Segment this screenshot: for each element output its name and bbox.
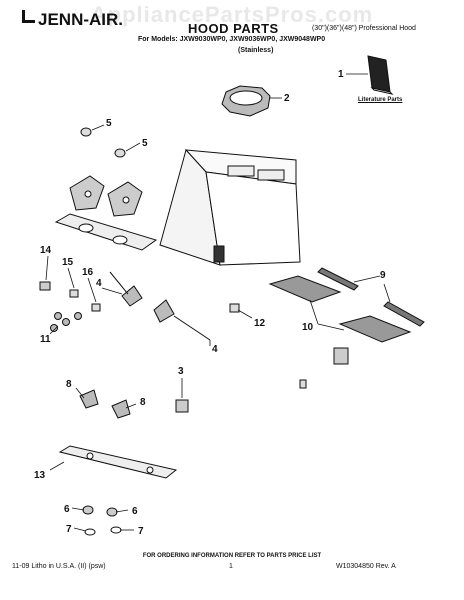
brand-name: JENN-AIR. bbox=[38, 10, 124, 29]
mounting-bracket bbox=[69, 175, 105, 211]
lamp-socket bbox=[109, 271, 143, 307]
switch-assembly bbox=[111, 399, 131, 419]
callout-16: 16 bbox=[82, 267, 94, 278]
bezel-part bbox=[84, 528, 96, 536]
callout-8b: 8 bbox=[140, 397, 146, 408]
ordering-note: FOR ORDERING INFORMATION REFER TO PARTS … bbox=[142, 553, 322, 559]
callout-4a: 4 bbox=[96, 278, 102, 289]
literature-booklet bbox=[367, 55, 394, 95]
bezel-part bbox=[110, 526, 122, 534]
clip-part bbox=[299, 379, 307, 389]
callout-8a: 8 bbox=[66, 379, 72, 390]
brand-mark-icon bbox=[22, 10, 35, 23]
callout-labels: 1 2 5 5 14 15 16 4 11 12 4 9 10 3 8 8 13… bbox=[34, 69, 386, 537]
callout-14: 14 bbox=[40, 245, 52, 256]
callout-10: 10 bbox=[302, 322, 314, 333]
filter-channel bbox=[317, 267, 359, 291]
grease-filter bbox=[338, 315, 412, 343]
duct-collar bbox=[221, 85, 271, 117]
knob-set bbox=[50, 312, 82, 332]
callout-5a: 5 bbox=[106, 118, 112, 129]
plug-part bbox=[229, 303, 240, 313]
filter-channel bbox=[383, 301, 425, 327]
brand-logo: JENN-AIR. bbox=[22, 10, 123, 30]
callout-15: 15 bbox=[62, 257, 74, 268]
leader-lines bbox=[45, 73, 391, 532]
knob-part bbox=[82, 505, 94, 515]
nut-part bbox=[80, 127, 92, 137]
footer-litho: 11-09 Litho in U.S.A. (II) (psw) bbox=[12, 563, 106, 570]
knob-part bbox=[106, 507, 118, 517]
callout-7a: 7 bbox=[66, 524, 72, 535]
callout-12: 12 bbox=[254, 318, 266, 329]
nut-part bbox=[114, 148, 126, 158]
model-list: For Models: JXW9030WP0, JXW9036WP0, JXW9… bbox=[138, 36, 326, 43]
control-panel bbox=[58, 445, 178, 479]
mounting-bracket bbox=[107, 181, 143, 217]
callout-6a: 6 bbox=[64, 504, 70, 515]
finish-label: (Stainless) bbox=[238, 47, 274, 54]
callout-13: 13 bbox=[34, 470, 46, 481]
transformer-part bbox=[175, 399, 189, 413]
document-number: W10304850 Rev. A bbox=[336, 563, 396, 570]
junction-box bbox=[333, 347, 349, 365]
callout-6b: 6 bbox=[132, 506, 138, 517]
grease-filter bbox=[268, 275, 342, 303]
literature-parts-label: Literature Parts bbox=[358, 97, 403, 103]
page-subtitle: (30")(36")(48") Professional Hood bbox=[312, 25, 416, 32]
light-tray bbox=[54, 213, 158, 251]
switch-knob bbox=[69, 289, 79, 298]
knob-part bbox=[91, 303, 101, 312]
callout-11: 11 bbox=[40, 334, 51, 345]
callout-1: 1 bbox=[338, 69, 344, 80]
callout-4b: 4 bbox=[212, 344, 218, 355]
callout-5b: 5 bbox=[142, 138, 148, 149]
callout-3: 3 bbox=[178, 366, 184, 377]
switch-part bbox=[39, 281, 51, 291]
callout-7b: 7 bbox=[138, 526, 144, 537]
callout-2: 2 bbox=[284, 93, 290, 104]
page-number: 1 bbox=[229, 563, 233, 570]
page-title: HOOD PARTS bbox=[188, 21, 279, 36]
callout-9: 9 bbox=[380, 270, 386, 281]
lamp-socket bbox=[153, 299, 211, 341]
switch-assembly bbox=[79, 389, 99, 409]
hood-body bbox=[159, 148, 301, 266]
